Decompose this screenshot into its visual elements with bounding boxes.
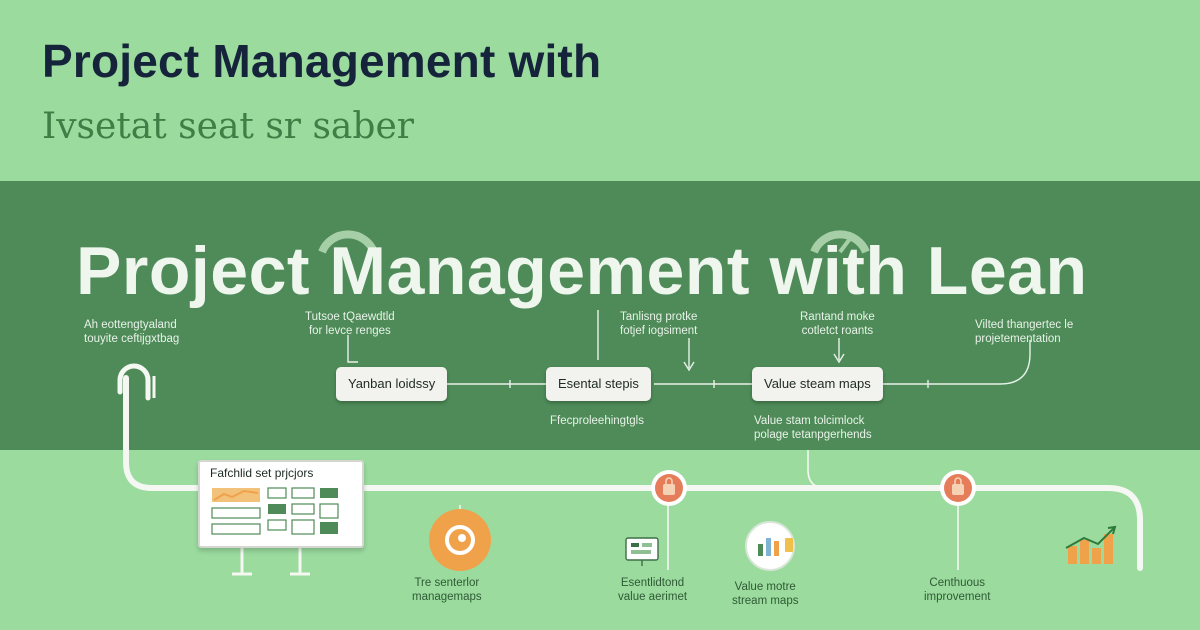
- step-box-value-stream-maps: Value steam maps: [752, 367, 883, 401]
- arrow-head: [683, 361, 695, 372]
- bars-chart-icon: [1065, 525, 1117, 564]
- arrow-head: [833, 353, 845, 364]
- page-title: Project Management with: [42, 35, 602, 87]
- step-box-essential-steps: Esental stepis: [546, 367, 651, 401]
- gauge-needle: [838, 234, 854, 254]
- monitor-icon: [625, 537, 659, 566]
- hook-icon: [117, 363, 151, 401]
- page-subtitle: Ivsetat seat sr saber: [42, 106, 414, 147]
- band-title: Project Management with Lean: [76, 233, 1088, 309]
- step-subcaption: Ffecproleehingtgls: [550, 415, 644, 427]
- connector: [347, 335, 358, 363]
- target-icon: [429, 509, 491, 571]
- bag-icon: [651, 470, 687, 506]
- chart-icon: [745, 521, 795, 571]
- board-cards: [211, 487, 339, 535]
- gauge-icon: [810, 230, 870, 254]
- board-label: Fafchlid set prjcjors: [210, 466, 314, 480]
- step-box-kanban: Yanban loidssy: [336, 367, 448, 401]
- kanban-board: Fafchlid set prjcjors: [198, 460, 364, 548]
- bag-icon: [940, 470, 976, 506]
- title-band: [0, 181, 1200, 450]
- timeline-path: [123, 375, 1143, 571]
- gauge-icon: [318, 230, 378, 254]
- connector: [807, 450, 827, 489]
- connector: [870, 340, 1031, 385]
